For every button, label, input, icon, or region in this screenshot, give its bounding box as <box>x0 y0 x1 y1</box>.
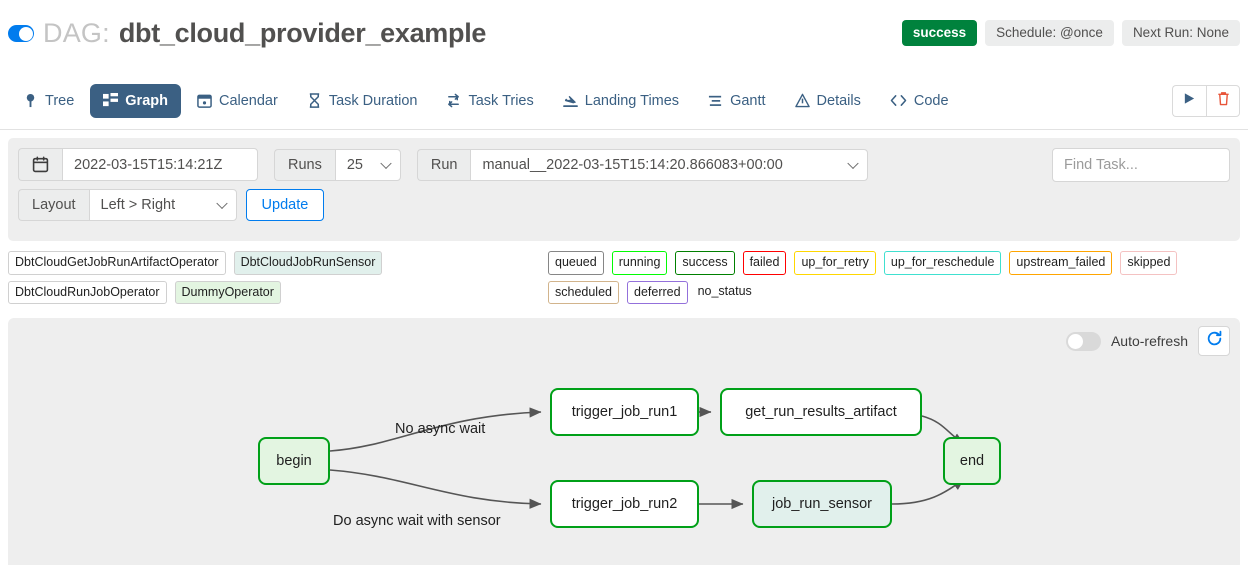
dag-action-buttons <box>1172 84 1240 117</box>
legend-status-running[interactable]: running <box>611 251 668 275</box>
legend-status-queued[interactable]: queued <box>548 251 604 275</box>
legend-status-up-for-retry[interactable]: up_for_retry <box>794 251 876 275</box>
edge-label-do-async-wait: Do async wait with sensor <box>333 513 501 529</box>
retry-icon <box>446 93 461 108</box>
legend-status-up-for-reschedule[interactable]: up_for_reschedule <box>883 251 1002 275</box>
runs-label: Runs <box>274 148 335 181</box>
legend-status-no-status: no_status <box>697 283 752 298</box>
status-legend: queued running success failed up_for_ret… <box>548 251 1240 304</box>
toolbar-row-bottom: Layout Left > Right Update <box>18 189 1230 221</box>
dag-title-row: DAG: dbt_cloud_provider_example <box>8 18 1248 49</box>
graph-edges <box>329 406 965 510</box>
graph-icon <box>103 93 119 108</box>
tab-label: Calendar <box>218 92 278 109</box>
tab-tree[interactable]: Tree <box>10 84 87 118</box>
play-icon <box>1183 92 1196 110</box>
dag-tabbar: Tree Graph Calendar Task Duration Task T… <box>0 72 1248 130</box>
code-icon <box>890 93 907 108</box>
legend-operator[interactable]: DbtCloudJobRunSensor <box>233 251 383 275</box>
hourglass-icon <box>307 93 322 108</box>
graph-node-job-run-sensor[interactable]: job_run_sensor <box>752 480 892 528</box>
auto-refresh-label: Auto-refresh <box>1110 333 1188 349</box>
run-label: Run <box>416 148 471 181</box>
refresh-icon <box>1206 330 1223 352</box>
runs-group: Runs 25 <box>274 148 401 181</box>
base-date-group: 2022-03-15T15:14:21Z <box>18 148 258 181</box>
graph-toolbar: 2022-03-15T15:14:21Z Runs 25 Run manual_… <box>8 138 1240 241</box>
toolbar-row-top: 2022-03-15T15:14:21Z Runs 25 Run manual_… <box>18 148 1230 181</box>
tab-label: Code <box>913 92 949 109</box>
base-date-input[interactable]: 2022-03-15T15:14:21Z <box>62 148 258 181</box>
tree-icon <box>23 93 38 108</box>
tab-label: Graph <box>125 92 168 109</box>
legend-operator[interactable]: DbtCloudGetJobRunArtifactOperator <box>8 251 226 275</box>
tab-task-tries[interactable]: Task Tries <box>433 84 546 118</box>
page-header: DAG: dbt_cloud_provider_example success … <box>0 0 1248 72</box>
dag-graph-panel: Auto-refresh begin trigger_job_run1 get_… <box>8 318 1240 565</box>
tab-calendar[interactable]: Calendar <box>184 84 291 118</box>
trash-icon <box>1216 91 1231 111</box>
tab-graph[interactable]: Graph <box>90 83 181 118</box>
operator-legend: DbtCloudGetJobRunArtifactOperator DbtClo… <box>8 251 548 304</box>
gantt-icon <box>708 93 723 108</box>
calendar-icon[interactable] <box>18 148 62 181</box>
header-badges: success Schedule: @once Next Run: None <box>901 20 1240 46</box>
update-button[interactable]: Update <box>245 189 325 221</box>
triangle-info-icon <box>794 93 810 108</box>
layout-group: Layout Left > Right <box>18 189 237 221</box>
legend-status-success[interactable]: success <box>675 251 735 275</box>
layout-select[interactable]: Left > Right <box>88 189 237 221</box>
tab-label: Gantt <box>730 92 766 109</box>
tab-details[interactable]: Details <box>782 84 874 118</box>
tab-label: Task Tries <box>468 92 534 109</box>
tab-code[interactable]: Code <box>877 84 962 118</box>
find-task-input[interactable]: Find Task... <box>1052 148 1230 182</box>
tab-label: Task Duration <box>328 92 418 109</box>
graph-legend: DbtCloudGetJobRunArtifactOperator DbtClo… <box>8 251 1240 304</box>
refresh-button[interactable] <box>1198 326 1230 356</box>
next-run-badge[interactable]: Next Run: None <box>1121 20 1240 46</box>
num-runs-select[interactable]: 25 <box>334 148 401 181</box>
tab-label: Landing Times <box>584 92 680 109</box>
delete-dag-button[interactable] <box>1206 84 1240 117</box>
trigger-dag-button[interactable] <box>1172 84 1206 117</box>
graph-node-trigger-job-run2[interactable]: trigger_job_run2 <box>550 480 699 528</box>
page-title: dbt_cloud_provider_example <box>118 18 487 48</box>
legend-status-upstream-failed[interactable]: upstream_failed <box>1009 251 1113 275</box>
graph-node-trigger-job-run1[interactable]: trigger_job_run1 <box>550 388 699 436</box>
dag-run-select[interactable]: manual__2022-03-15T15:14:20.866083+00:00 <box>470 148 869 181</box>
tab-label: Tree <box>45 92 75 109</box>
schedule-badge[interactable]: Schedule: @once <box>985 20 1114 46</box>
calendar-icon <box>197 93 212 108</box>
legend-status-deferred[interactable]: deferred <box>627 280 688 304</box>
layout-label: Layout <box>18 189 89 221</box>
tab-label: Details <box>816 92 861 109</box>
legend-status-scheduled[interactable]: scheduled <box>548 280 619 304</box>
legend-operator[interactable]: DummyOperator <box>174 280 281 304</box>
auto-refresh-toggle[interactable] <box>1065 331 1101 351</box>
dag-pause-toggle[interactable] <box>8 25 34 42</box>
graph-node-get-run-results-artifact[interactable]: get_run_results_artifact <box>720 388 922 436</box>
tab-landing-times[interactable]: Landing Times <box>550 84 692 118</box>
tab-gantt[interactable]: Gantt <box>695 84 778 118</box>
tab-task-duration[interactable]: Task Duration <box>294 84 431 118</box>
run-group: Run manual__2022-03-15T15:14:20.866083+0… <box>416 148 869 181</box>
legend-operator[interactable]: DbtCloudRunJobOperator <box>8 280 167 304</box>
graph-node-begin[interactable]: begin <box>258 437 330 485</box>
landing-icon <box>562 93 578 108</box>
legend-status-skipped[interactable]: skipped <box>1120 251 1178 275</box>
legend-status-failed[interactable]: failed <box>742 251 787 275</box>
graph-node-end[interactable]: end <box>943 437 1001 485</box>
graph-refresh-controls: Auto-refresh <box>1065 326 1230 356</box>
dag-label: DAG: <box>43 18 110 48</box>
edge-label-no-async-wait: No async wait <box>395 421 486 437</box>
status-badge: success <box>901 20 978 46</box>
